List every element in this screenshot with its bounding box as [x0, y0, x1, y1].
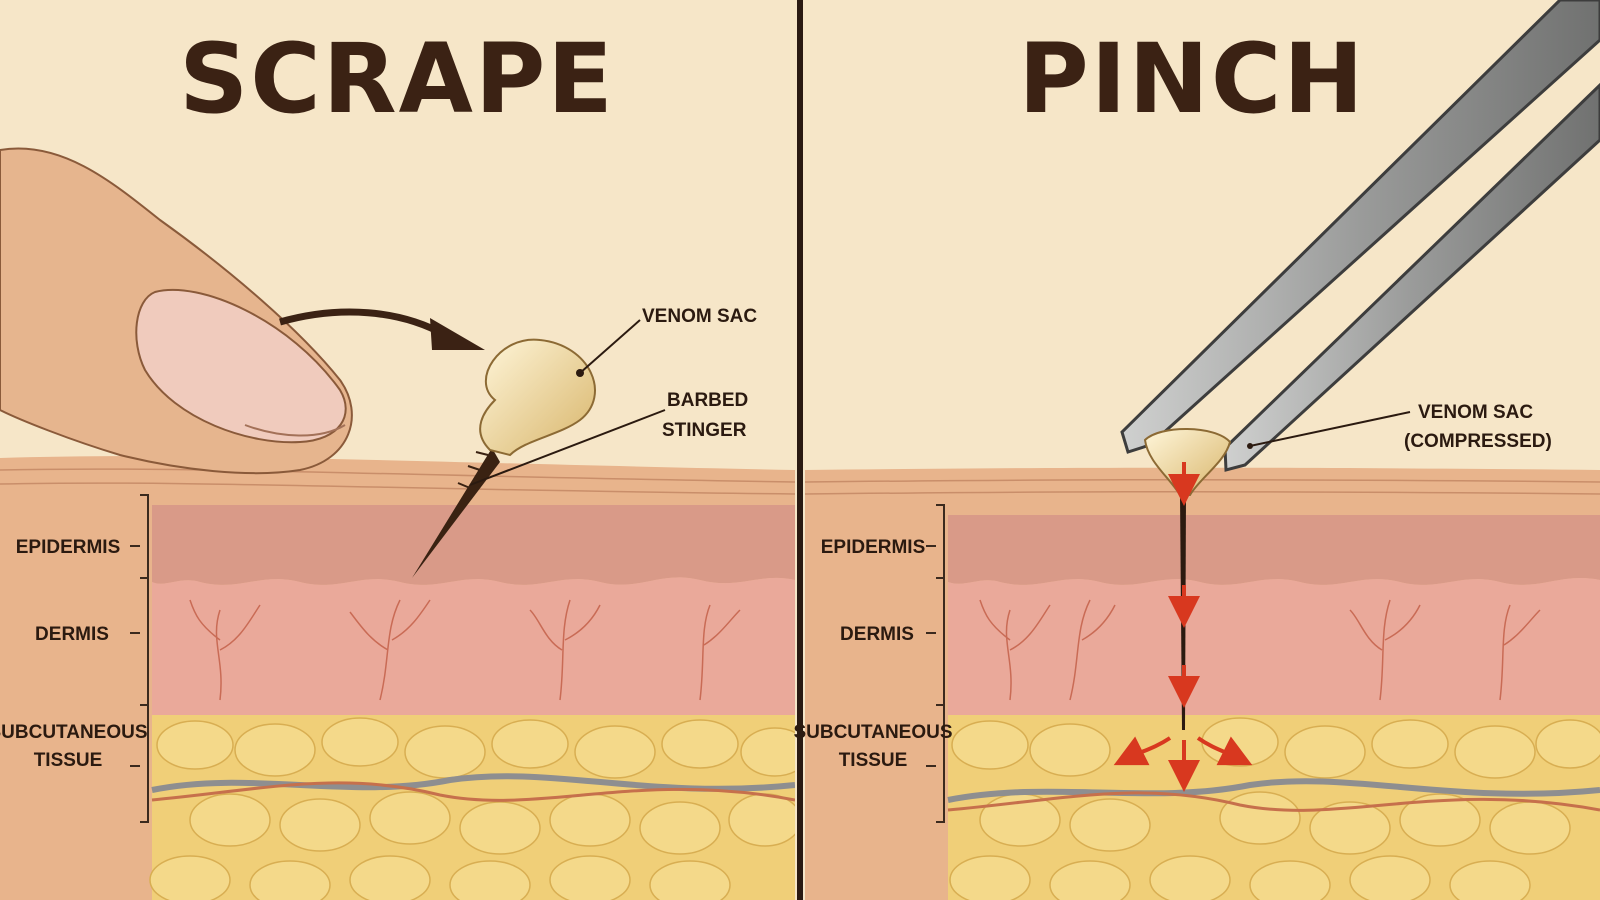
- panel-pinch: [805, 0, 1600, 900]
- callout-venom-sac: VENOM SAC: [1418, 402, 1533, 423]
- panel-divider: [797, 0, 803, 900]
- layer-label-subcutaneous: SUBCUTANEOUS: [0, 722, 148, 743]
- layer-label-epidermis: EPIDERMIS: [16, 537, 121, 558]
- panel-title-pinch: PINCH: [1018, 23, 1365, 135]
- layer-label-dermis: DERMIS: [35, 624, 109, 645]
- venom-flow-arrows: [1113, 462, 1253, 792]
- layer-label-tissue: TISSUE: [34, 750, 103, 771]
- venom-sac: [479, 338, 596, 457]
- barbed-stinger: [412, 448, 500, 578]
- venom-sac-leader: [1247, 411, 1411, 449]
- callout-barbed: BARBED: [667, 390, 748, 411]
- callout-compressed: (COMPRESSED): [1404, 431, 1552, 452]
- callout-stinger: STINGER: [662, 420, 747, 441]
- panel-scrape: [0, 147, 795, 900]
- layer-bracket: [130, 494, 149, 823]
- skin-cross-section: [805, 467, 1600, 900]
- panel-title-scrape: SCRAPE: [179, 23, 615, 135]
- layer-label-subcutaneous: SUBCUTANEOUS: [793, 722, 952, 743]
- venom-sac-leader: [579, 319, 641, 374]
- stinger-leader: [469, 409, 666, 486]
- scrape-direction-arrow: [279, 308, 447, 339]
- callout-venom-sac: VENOM SAC: [642, 306, 757, 327]
- layer-label-dermis: DERMIS: [840, 624, 914, 645]
- layer-label-tissue: TISSUE: [839, 750, 908, 771]
- layer-bracket: [926, 504, 945, 823]
- layer-label-epidermis: EPIDERMIS: [821, 537, 926, 558]
- finger-illustration: [0, 147, 353, 475]
- skin-cross-section: [0, 456, 795, 900]
